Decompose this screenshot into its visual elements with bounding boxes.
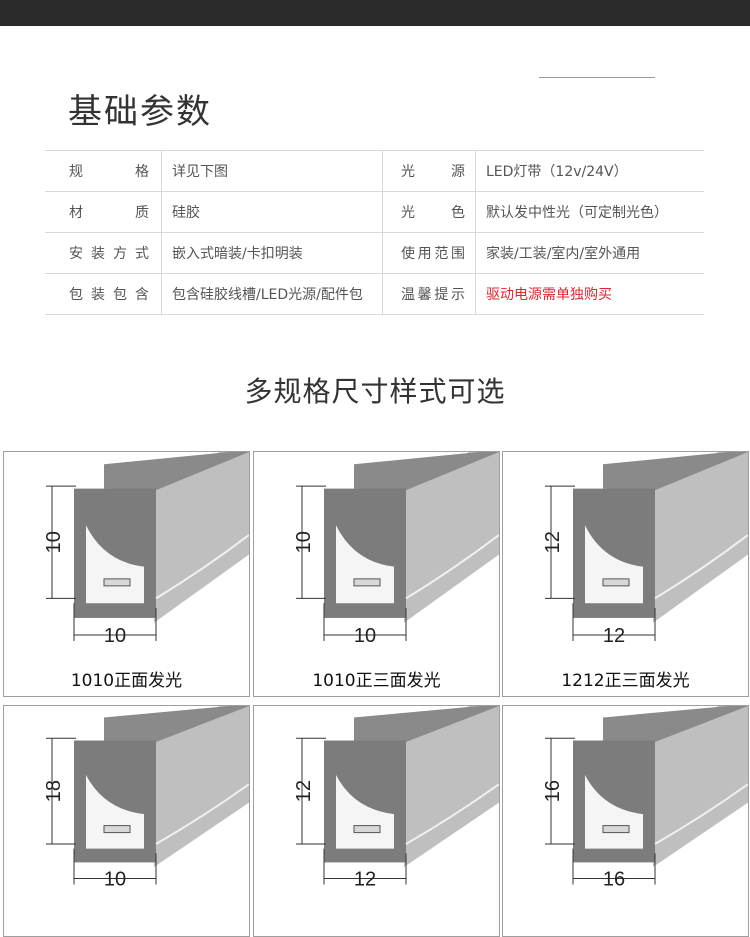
height-dimension-label: 12	[293, 780, 315, 802]
led-chip-icon	[103, 578, 131, 587]
param-label: 材 质	[45, 191, 162, 233]
profile-groove	[654, 783, 748, 845]
param-value-2: 家装/工装/室内/室外通用	[475, 232, 704, 274]
warning-value: 驱动电源需单独购买	[475, 273, 704, 315]
product-caption: 1212正三面发光	[561, 671, 690, 691]
profile-side	[653, 706, 748, 867]
led-chip-icon	[353, 578, 381, 587]
param-label-2: 光 色	[382, 191, 476, 233]
profile-illustration: 12 12	[293, 706, 499, 891]
product-caption: 1010正面发光	[70, 671, 183, 691]
height-dimension-label: 10	[43, 531, 65, 553]
width-dimension-label: 10	[104, 625, 126, 647]
profile-groove	[155, 534, 249, 600]
param-label-2: 光 源	[382, 150, 476, 192]
product-card: 10 10 1010正三面发光	[253, 451, 500, 697]
top-bar	[0, 0, 750, 26]
height-dimension-label: 12	[542, 531, 564, 553]
led-chip-icon	[103, 825, 131, 834]
profile-top	[104, 452, 249, 492]
profile-groove	[405, 534, 499, 600]
product-card: 10 10 1010正面发光	[3, 451, 250, 697]
profile-top	[354, 452, 499, 492]
param-value-2: 默认发中性光（可定制光色）	[475, 191, 704, 233]
profile-top	[104, 706, 249, 743]
width-dimension-label: 12	[603, 625, 625, 647]
param-label-2: 使用范围	[382, 232, 476, 274]
product-caption: 1010正三面发光	[312, 671, 441, 691]
profile-illustration: 12 12	[542, 452, 748, 647]
profile-groove	[654, 534, 748, 600]
width-dimension-label: 10	[104, 869, 126, 891]
param-value: 硅胶	[161, 191, 383, 233]
param-row: 安装方式嵌入式暗装/卡扣明装使用范围家装/工装/室内/室外通用	[45, 232, 704, 274]
param-value: 详见下图	[161, 150, 383, 192]
param-value: 嵌入式暗装/卡扣明装	[161, 232, 383, 274]
width-dimension-label: 12	[354, 869, 376, 891]
profile-side	[653, 452, 748, 623]
profile-side	[154, 706, 249, 867]
profile-side	[404, 706, 499, 867]
profile-top	[603, 452, 748, 492]
product-card: 12 12	[253, 705, 500, 937]
param-row: 包装包含包含硅胶线槽/LED光源/配件包温馨提示驱动电源需单独购买	[45, 273, 704, 315]
param-label: 规 格	[45, 150, 162, 192]
profile-illustration: 10 10	[43, 452, 249, 647]
height-dimension-label: 10	[293, 531, 315, 553]
param-label: 安装方式	[45, 232, 162, 274]
decorative-line	[539, 77, 655, 78]
profile-side	[154, 452, 249, 623]
profile-top	[603, 706, 748, 743]
param-value: 包含硅胶线槽/LED光源/配件包	[161, 273, 383, 315]
width-dimension-label: 10	[354, 625, 376, 647]
param-value-2: LED灯带（12v/24V）	[475, 150, 704, 192]
led-chip-icon	[602, 578, 630, 587]
profile-top	[354, 706, 499, 743]
profile-side	[404, 452, 499, 623]
param-label-2: 温馨提示	[382, 273, 476, 315]
subtitle: 多规格尺寸样式可选	[244, 375, 506, 408]
param-label: 包装包含	[45, 273, 162, 315]
section-title: 基础参数	[68, 92, 212, 132]
profile-illustration: 10 10	[293, 452, 499, 647]
led-chip-icon	[602, 825, 630, 834]
product-card: 12 12 1212正三面发光	[502, 451, 749, 697]
led-chip-icon	[353, 825, 381, 834]
height-dimension-label: 18	[43, 780, 65, 802]
height-dimension-label: 16	[542, 780, 564, 802]
param-row: 材 质硅胶光 色默认发中性光（可定制光色）	[45, 191, 704, 233]
profile-groove	[405, 783, 499, 845]
profile-groove	[155, 783, 249, 845]
width-dimension-label: 16	[603, 869, 625, 891]
